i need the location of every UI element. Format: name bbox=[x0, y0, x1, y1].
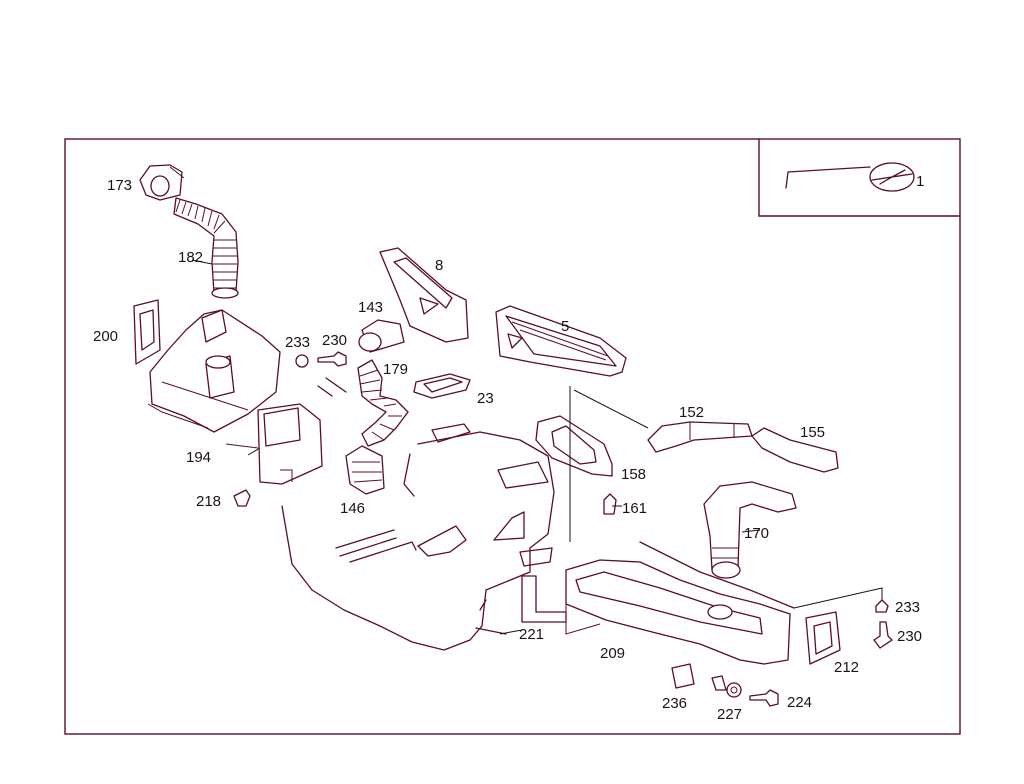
part-233-nut-right bbox=[875, 599, 889, 613]
part-161-plug bbox=[603, 493, 617, 515]
part-230-screw bbox=[317, 351, 347, 367]
callout-5: 5 bbox=[561, 318, 569, 335]
callout-233: 233 bbox=[285, 334, 310, 351]
part-179-hose bbox=[357, 359, 409, 447]
inset-label: 1 bbox=[916, 173, 924, 190]
part-158-grille bbox=[535, 386, 613, 542]
part-146-bellows bbox=[345, 445, 385, 495]
callout-236: 236 bbox=[662, 695, 687, 712]
part-209-lower-duct bbox=[565, 541, 795, 665]
callout-8: 8 bbox=[435, 257, 443, 274]
callout-230: 230 bbox=[322, 332, 347, 349]
callout-200: 200 bbox=[93, 328, 118, 345]
part-230-screw-right bbox=[873, 621, 893, 649]
part-8-defroster-duct bbox=[379, 247, 469, 343]
callout-221: 221 bbox=[519, 626, 544, 643]
leader-lines bbox=[191, 259, 761, 635]
callout-152: 152 bbox=[679, 404, 704, 421]
callout-182: 182 bbox=[178, 249, 203, 266]
callout-194: 194 bbox=[186, 449, 211, 466]
part-heater-core-unit bbox=[281, 423, 555, 651]
callout-227: 227 bbox=[717, 706, 742, 723]
callout-209: 209 bbox=[600, 645, 625, 662]
callout-161: 161 bbox=[622, 500, 647, 517]
part-194-air-duct-housing bbox=[147, 309, 347, 485]
car-silhouette-icon bbox=[785, 166, 871, 189]
part-170-hose bbox=[703, 481, 797, 579]
part-218-clip bbox=[233, 489, 251, 507]
part-173-vent-nozzle bbox=[139, 164, 185, 201]
part-221-bracket bbox=[521, 575, 567, 623]
callout-212: 212 bbox=[834, 659, 859, 676]
part-236-clip bbox=[671, 663, 695, 689]
callout-23: 23 bbox=[477, 390, 494, 407]
callout-230-right: 230 bbox=[897, 628, 922, 645]
callout-233-right: 233 bbox=[895, 599, 920, 616]
part-224-screw bbox=[749, 689, 779, 707]
callout-218: 218 bbox=[196, 493, 221, 510]
part-5-defroster-nozzle bbox=[495, 305, 627, 377]
callout-143: 143 bbox=[358, 299, 383, 316]
diagram-frame bbox=[64, 138, 961, 735]
callout-158: 158 bbox=[621, 466, 646, 483]
part-143-duct-elbow bbox=[358, 319, 405, 353]
part-23-gasket bbox=[413, 373, 471, 399]
callout-146: 146 bbox=[340, 500, 365, 517]
callout-170: 170 bbox=[744, 525, 769, 542]
inset-vehicle-view: 1 bbox=[758, 139, 960, 217]
part-155-duct bbox=[751, 427, 839, 473]
callout-224: 224 bbox=[787, 694, 812, 711]
part-182-corrugated-hose bbox=[173, 197, 239, 299]
part-200-vent-grille bbox=[133, 299, 161, 365]
part-227-washer bbox=[726, 682, 742, 698]
callout-155: 155 bbox=[800, 424, 825, 441]
callout-179: 179 bbox=[383, 361, 408, 378]
callout-173: 173 bbox=[107, 177, 132, 194]
part-233-nut bbox=[295, 354, 309, 368]
part-212-vent-grille bbox=[805, 611, 841, 665]
